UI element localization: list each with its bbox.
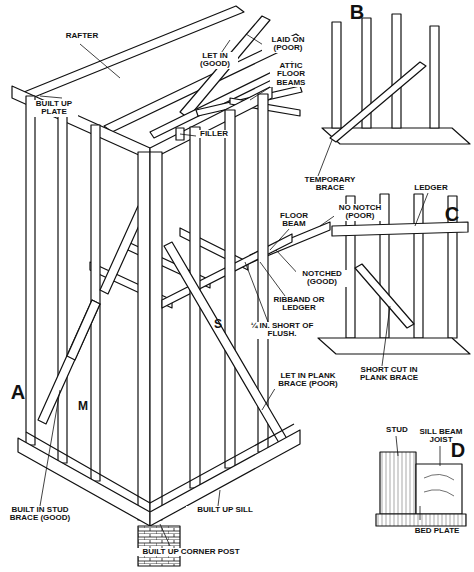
- part-label: LET IN PLANK BRACE (POOR): [274, 372, 342, 389]
- part-label: RIBBAND OR LEDGER: [270, 296, 328, 313]
- part-label: BUILT UP SILL: [186, 506, 264, 514]
- figure-letter: S: [210, 318, 226, 331]
- part-label: FLOOR BEAM: [276, 212, 312, 229]
- part-label: SHORT CUT IN PLANK BRACE: [350, 366, 428, 383]
- part-label: BUILT UP PLATE: [30, 100, 78, 117]
- part-label: BUILT IN STUD BRACE (GOOD): [6, 506, 74, 523]
- part-label: NO NOTCH (POOR): [334, 204, 386, 221]
- part-label: STUD: [380, 426, 414, 434]
- figure-letter: C: [440, 204, 464, 225]
- part-label: ¼ IN. SHORT OF FLUSH.: [248, 322, 316, 339]
- part-label: TEMPORARY BRACE: [298, 176, 362, 193]
- inset-b: [322, 14, 470, 144]
- main-frame: [12, 6, 330, 566]
- leader-lines: [40, 34, 440, 546]
- part-label: RAFTER: [62, 32, 102, 40]
- figure-letter: D: [446, 440, 470, 461]
- part-label: LET IN (GOOD): [192, 52, 238, 69]
- figure-letter: A: [6, 382, 30, 403]
- part-label: LAID ON (POOR): [262, 36, 314, 53]
- figure-letter: B: [346, 2, 368, 23]
- part-label: NOTCHED (GOOD): [296, 270, 348, 287]
- part-label: LEDGER: [410, 184, 452, 192]
- part-label: FILLER: [196, 130, 232, 138]
- part-label: BUILT UP CORNER POST: [120, 548, 262, 556]
- inset-d: [376, 452, 466, 526]
- part-label: ATTIC FLOOR BEAMS: [270, 62, 312, 87]
- part-label: BED PLATE: [406, 527, 468, 535]
- figure-letter: M: [74, 400, 92, 413]
